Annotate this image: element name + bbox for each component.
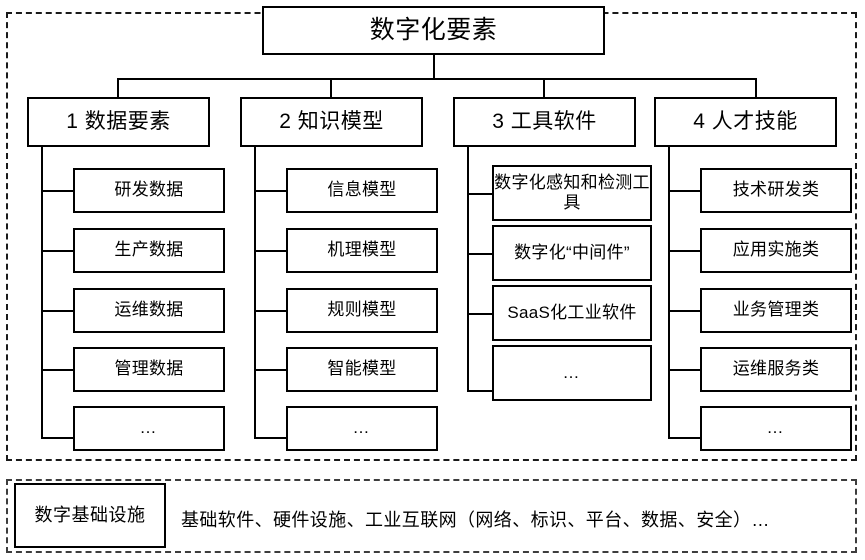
leaf-label-1-1: 研发数据 — [114, 180, 184, 200]
leaf-box-1-1: 研发数据 — [73, 168, 225, 213]
category-trunk-line-1 — [41, 147, 43, 439]
infrastructure-description: 基础软件、硬件设施、工业互联网（网络、标识、平台、数据、安全）… — [181, 510, 770, 530]
leaf-stub-3-1 — [467, 193, 500, 195]
leaf-label-1-2: 生产数据 — [114, 240, 184, 260]
leaf-stub-2-1 — [254, 190, 287, 192]
leaf-label-3-3: SaaS化工业软件 — [507, 302, 637, 322]
category-label-2: 2 知识模型 — [279, 109, 384, 133]
leaf-box-1-5: … — [73, 406, 225, 451]
leaf-box-3-2: 数字化“中间件” — [492, 225, 652, 281]
category-box-4: 4 人才技能 — [654, 97, 837, 147]
leaf-stub-4-2 — [668, 250, 701, 252]
leaf-stub-1-3 — [41, 310, 74, 312]
leaf-stub-1-1 — [41, 190, 74, 192]
leaf-label-2-2: 机理模型 — [327, 240, 397, 260]
category-drop-line-2 — [330, 78, 332, 98]
leaf-label-1-4: 管理数据 — [114, 359, 184, 379]
leaf-box-4-1: 技术研发类 — [700, 168, 852, 213]
category-trunk-line-3 — [467, 147, 469, 392]
leaf-label-4-5: … — [766, 418, 786, 438]
leaf-label-2-4: 智能模型 — [327, 359, 397, 379]
leaf-stub-4-1 — [668, 190, 701, 192]
root-stem-line — [433, 55, 435, 79]
leaf-stub-3-4 — [467, 390, 500, 392]
leaf-label-1-5: … — [139, 418, 159, 438]
category-box-1: 1 数据要素 — [27, 97, 210, 147]
root-box: 数字化要素 — [262, 6, 605, 55]
category-label-3: 3 工具软件 — [492, 109, 597, 133]
leaf-stub-2-4 — [254, 369, 287, 371]
leaf-box-2-1: 信息模型 — [286, 168, 438, 213]
leaf-label-4-3: 业务管理类 — [732, 300, 820, 320]
leaf-box-4-4: 运维服务类 — [700, 347, 852, 392]
leaf-box-2-4: 智能模型 — [286, 347, 438, 392]
category-box-3: 3 工具软件 — [453, 97, 636, 147]
category-label-4: 4 人才技能 — [693, 109, 798, 133]
leaf-box-2-5: … — [286, 406, 438, 451]
leaf-label-3-2: 数字化“中间件” — [514, 242, 630, 262]
category-drop-line-1 — [117, 78, 119, 98]
category-trunk-line-2 — [254, 147, 256, 439]
leaf-label-3-4: … — [562, 362, 582, 382]
category-label-1: 1 数据要素 — [66, 109, 171, 133]
leaf-box-1-4: 管理数据 — [73, 347, 225, 392]
leaf-label-4-4: 运维服务类 — [732, 359, 820, 379]
leaf-label-4-2: 应用实施类 — [732, 240, 820, 260]
leaf-box-3-3: SaaS化工业软件 — [492, 285, 652, 341]
category-bus-line — [117, 78, 757, 80]
leaf-box-4-2: 应用实施类 — [700, 228, 852, 273]
infrastructure-label: 数字基础设施 — [34, 504, 146, 525]
leaf-box-3-1: 数字化感知和检测工具 — [492, 165, 652, 221]
leaf-stub-4-4 — [668, 369, 701, 371]
category-trunk-line-4 — [668, 147, 670, 439]
leaf-label-4-1: 技术研发类 — [732, 180, 820, 200]
leaf-stub-4-5 — [668, 437, 701, 439]
infrastructure-box: 数字基础设施 — [14, 483, 166, 548]
category-drop-line-4 — [755, 78, 757, 98]
leaf-stub-2-2 — [254, 250, 287, 252]
root-label: 数字化要素 — [369, 15, 498, 44]
leaf-box-2-3: 规则模型 — [286, 288, 438, 333]
leaf-label-2-1: 信息模型 — [327, 180, 397, 200]
leaf-box-1-2: 生产数据 — [73, 228, 225, 273]
infrastructure-dashed-container — [6, 479, 857, 553]
leaf-label-1-3: 运维数据 — [114, 300, 184, 320]
leaf-stub-3-3 — [467, 313, 500, 315]
leaf-label-3-1: 数字化感知和检测工具 — [494, 172, 650, 212]
leaf-box-4-3: 业务管理类 — [700, 288, 852, 333]
leaf-box-1-3: 运维数据 — [73, 288, 225, 333]
leaf-stub-1-4 — [41, 369, 74, 371]
category-drop-line-3 — [543, 78, 545, 98]
leaf-box-2-2: 机理模型 — [286, 228, 438, 273]
leaf-stub-2-3 — [254, 310, 287, 312]
leaf-stub-3-2 — [467, 253, 500, 255]
leaf-stub-2-5 — [254, 437, 287, 439]
leaf-label-2-3: 规则模型 — [327, 300, 397, 320]
leaf-label-2-5: … — [352, 418, 372, 438]
leaf-stub-1-5 — [41, 437, 74, 439]
leaf-box-3-4: … — [492, 345, 652, 401]
leaf-stub-4-3 — [668, 310, 701, 312]
leaf-box-4-5: … — [700, 406, 852, 451]
category-box-2: 2 知识模型 — [240, 97, 423, 147]
leaf-stub-1-2 — [41, 250, 74, 252]
